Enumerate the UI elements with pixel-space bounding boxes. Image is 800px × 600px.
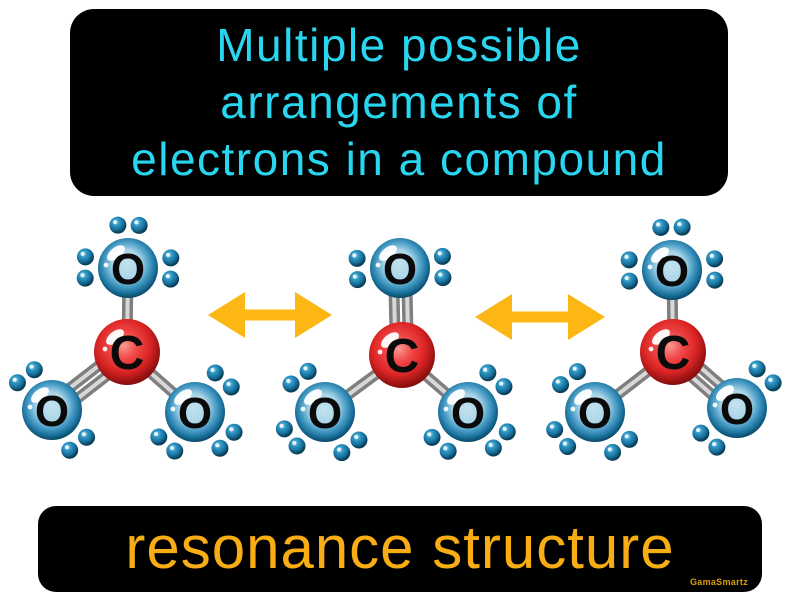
electron-dot [109,216,127,234]
electron-dot [764,374,782,392]
oxygen-symbol: O [451,389,485,438]
oxygen-symbol: O [720,385,754,434]
electron-dot [546,421,564,439]
electron-dot [620,251,638,269]
electron-dot [282,375,300,393]
definition-box: Multiple possible arrangements of electr… [70,9,728,196]
electron-dot [433,247,451,265]
electron-dot [166,442,184,460]
electron-dot [8,374,26,392]
electron-dot [162,270,180,288]
term-label: resonance structure [125,513,675,581]
resonance-arrow-1-double-headed-arrow-icon [208,292,332,338]
resonance-structure-3: O O OC [546,218,782,461]
watermark-label: GamaSmartz [689,577,748,587]
electron-dot [150,428,168,446]
electron-dot [708,438,726,456]
carbon-atom: C [94,319,160,385]
oxygen-symbol: O [111,245,145,294]
electron-dot [211,439,229,457]
electron-dot [604,443,622,461]
electron-dot [206,364,224,382]
definition-line-3: electrons in a compound [131,133,667,185]
electron-dot [495,378,513,396]
oxygen-atom-bottom-right: O [150,364,243,460]
electron-dot [484,439,502,457]
electron-dot [162,249,180,267]
electron-dot [78,428,96,446]
carbon-atom: C [369,322,435,388]
resonance-arrow-2-double-headed-arrow-icon [475,294,605,340]
carbon-symbol: C [656,327,691,380]
electron-dot [706,271,724,289]
electron-dot [673,218,691,236]
electron-dot [559,437,577,455]
carbon-symbol: C [110,327,145,380]
electron-dot [479,364,497,382]
electron-dot [552,376,570,394]
carbon-atom: C [640,319,706,385]
oxygen-atom-top: O [76,216,180,298]
electron-dot [299,362,317,380]
oxygen-atom-bottom-left: O [546,363,638,461]
electron-dot [350,431,368,449]
electron-dot [333,444,351,462]
electron-dot [423,428,441,446]
oxygen-symbol: O [655,247,689,296]
electron-dot [706,250,724,268]
electron-dot [568,363,586,381]
electron-dot [692,424,710,442]
definition-line-1: Multiple possible [216,19,582,71]
resonance-structure-2: O O OC [275,238,516,462]
electron-dot [76,248,94,266]
electron-dot [222,378,240,396]
oxygen-symbol: O [178,389,212,438]
electron-dot [652,218,670,236]
resonance-structure-1: O O OC [8,216,243,460]
oxygen-symbol: O [35,387,69,436]
definition-line-2: arrangements of [220,76,578,128]
electron-dot [275,420,293,438]
electron-dot [498,423,516,441]
electron-dot [748,360,766,378]
oxygen-atom-bottom-right: O [423,364,516,460]
electron-dot [61,441,79,459]
oxygen-symbol: O [578,389,612,438]
electron-dot [225,423,243,441]
oxygen-atom-top: O [620,218,724,300]
oxygen-atom-bottom-left: O [275,362,368,462]
electron-dot [25,361,43,379]
term-box: resonance structure GamaSmartz [38,506,762,592]
electron-dot [620,430,638,448]
oxygen-atom-top: O [348,238,452,298]
oxygen-symbol: O [308,389,342,438]
electron-dot [439,442,457,460]
oxygen-symbol: O [383,245,417,294]
electron-dot [76,269,94,287]
electron-dot [130,216,148,234]
electron-dot [348,249,366,267]
electron-dot [434,269,452,287]
carbon-symbol: C [385,330,420,383]
electron-dot [288,437,306,455]
oxygen-atom-bottom-right: O [692,360,782,456]
electron-dot [349,271,367,289]
oxygen-atom-bottom-left: O [8,361,96,459]
electron-dot [620,272,638,290]
